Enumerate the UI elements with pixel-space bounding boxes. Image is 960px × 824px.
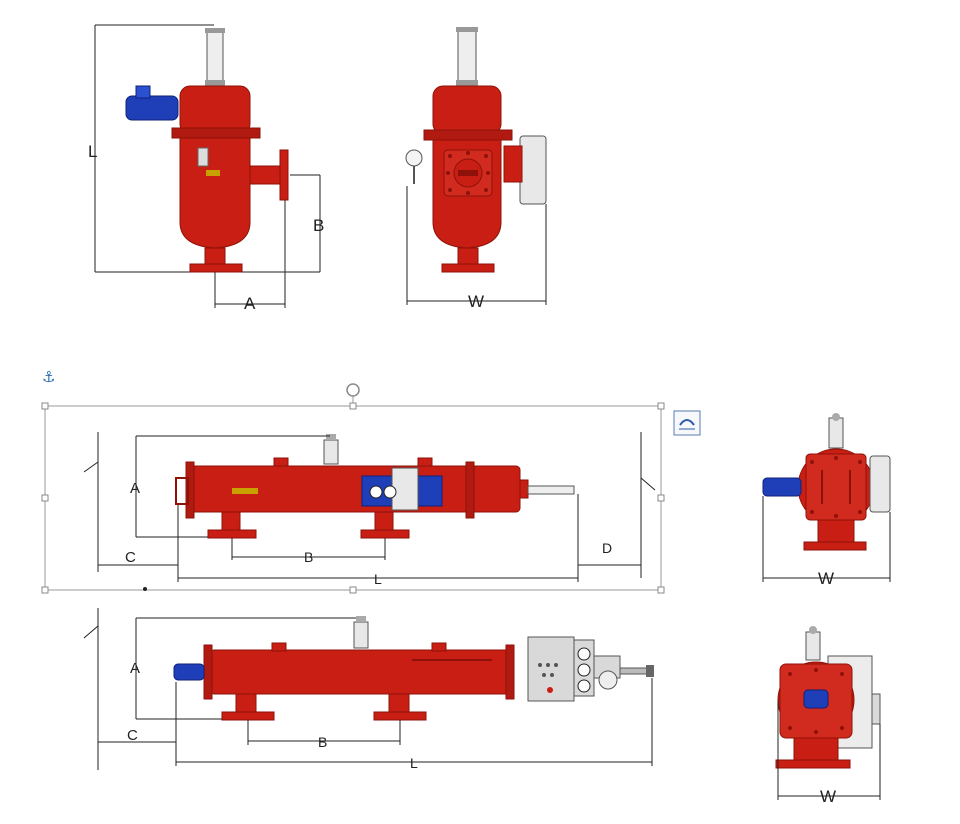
- dim-label-L: L: [410, 755, 418, 771]
- horizontal-filter-1-view: A B C D L: [83, 432, 656, 587]
- anchor-icon[interactable]: ⚓: [42, 368, 55, 386]
- dim-label-L: L: [374, 571, 382, 587]
- dim-label-A: A: [130, 660, 140, 677]
- horizontal-filter-2-end-view: W: [775, 626, 881, 806]
- dim-label-B: B: [304, 549, 313, 565]
- dim-label-L: L: [88, 142, 97, 161]
- dim-label-A: A: [130, 480, 140, 497]
- dim-label-B: B: [318, 734, 327, 750]
- selection-handles[interactable]: [41, 402, 665, 594]
- blue-valve: [125, 95, 179, 121]
- vertical-filter-front-view: W: [405, 27, 547, 311]
- dim-label-B: B: [313, 216, 324, 235]
- dim-label-W: W: [818, 569, 834, 588]
- control-unit: [519, 135, 547, 205]
- horizontal-filter-2-view: A B C L: [83, 608, 654, 771]
- horizontal-filter-1-end-view: W: [762, 413, 891, 588]
- dim-label-W: W: [468, 292, 484, 311]
- dim-label-D: D: [602, 540, 612, 556]
- layout-options-icon[interactable]: [673, 410, 701, 436]
- dim-label-W: W: [820, 787, 836, 806]
- pressure-gauge: [405, 149, 423, 167]
- vertical-filter-side-view: L B A: [88, 24, 324, 313]
- svg-text:⚓: ⚓: [42, 368, 55, 386]
- dim-label-C: C: [127, 727, 138, 744]
- stray-mark: [143, 587, 147, 591]
- dim-label-A: A: [244, 294, 256, 313]
- dim-label-C: C: [125, 549, 136, 566]
